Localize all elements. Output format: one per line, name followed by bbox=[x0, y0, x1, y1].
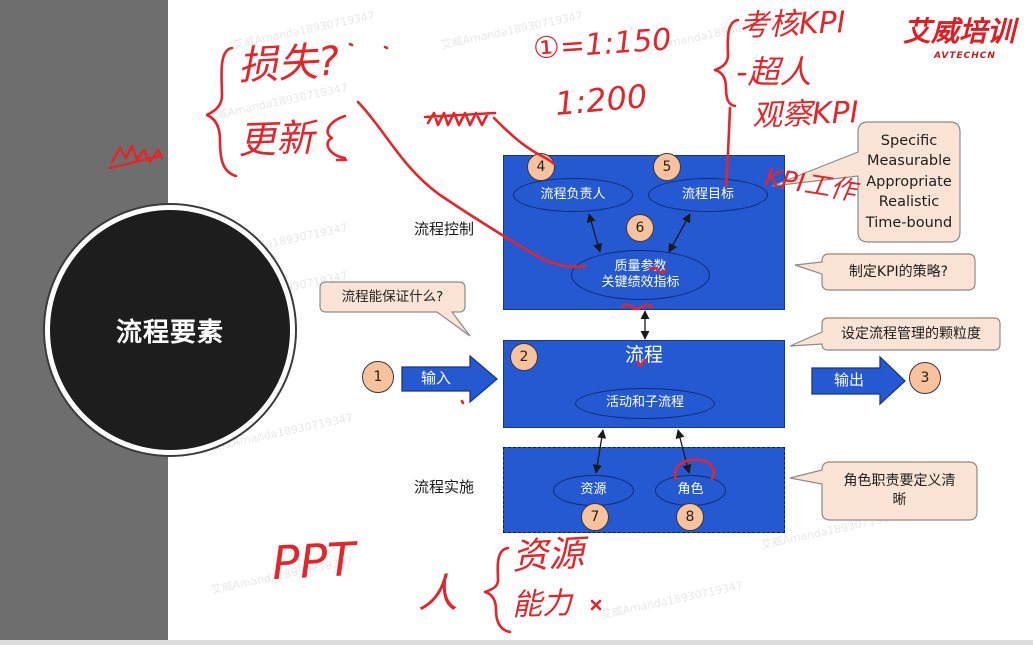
ink-text-kpi-observe: 观察KPI bbox=[751, 95, 860, 134]
marker-roles: 8 bbox=[676, 503, 704, 531]
output-label: 输出 bbox=[834, 371, 865, 389]
ink-squiggle-between-boxes bbox=[620, 303, 654, 311]
roles-ellipse: 角色 bbox=[655, 475, 726, 506]
callout-role-definition-bubble bbox=[789, 461, 978, 521]
smart-specific: Specific bbox=[880, 132, 938, 149]
ink-text-update: 更新 bbox=[237, 115, 315, 163]
marker-output: 3 bbox=[909, 362, 941, 394]
ink-dot-input bbox=[460, 399, 465, 405]
callout-guarantee-text: 流程能保证什么? bbox=[341, 288, 444, 305]
callout-granularity-bubble bbox=[789, 317, 1001, 351]
ink-text-superman: -超人 bbox=[736, 53, 812, 91]
resources-ellipse: 资源 bbox=[553, 475, 634, 506]
process-elements-title: 流程要素 bbox=[115, 317, 224, 348]
smart-realistic: Realistic bbox=[878, 194, 940, 211]
activities-label: 活动和子流程 bbox=[605, 395, 684, 411]
smart-time-bound: Time-bound bbox=[865, 214, 953, 231]
process-implementation-label: 流程实施 bbox=[414, 478, 475, 496]
callout-kpi-strategy: 制定KPI的策略? bbox=[822, 254, 975, 290]
callout-guarantee-bubble bbox=[319, 281, 471, 337]
callout-smart: Specific Measurable Appropriate Realisti… bbox=[858, 122, 960, 242]
callout-kpi-strategy-text: 制定KPI的策略? bbox=[848, 263, 949, 280]
callout-granularity: 设定流程管理的颗粒度 bbox=[822, 318, 1000, 350]
logo-text: 艾威培训 bbox=[903, 15, 1016, 48]
process-implementation-box bbox=[503, 447, 785, 533]
process-resources-double-arrow bbox=[592, 429, 607, 474]
logo-subtext: AVTECHCN bbox=[934, 51, 996, 61]
marker-goal: 5 bbox=[653, 153, 681, 181]
bottom-bar bbox=[0, 640, 1033, 645]
process-elements-circle: 流程要素 bbox=[45, 205, 295, 455]
ink-dots bbox=[348, 42, 389, 50]
callout-smart-bubble bbox=[771, 121, 961, 243]
ink-circle-roles bbox=[673, 458, 716, 481]
process-goal-ellipse: 流程目标 bbox=[648, 178, 768, 212]
roles-label: 角色 bbox=[677, 482, 704, 498]
ink-brace-top-right bbox=[713, 18, 740, 108]
smart-appropriate: Appropriate bbox=[866, 173, 952, 190]
input-block-arrow bbox=[401, 354, 499, 404]
ink-curve-to-quality bbox=[356, 100, 587, 268]
ink-tick-process bbox=[635, 358, 647, 368]
callout-guarantee: 流程能保证什么? bbox=[320, 282, 465, 312]
input-label: 输入 bbox=[421, 369, 452, 387]
ink-line-to-goal bbox=[724, 106, 732, 188]
goal-quality-double-arrow bbox=[668, 213, 691, 253]
process-owner-ellipse: 流程负责人 bbox=[513, 178, 633, 212]
ink-text-ratio-2: 1:200 bbox=[553, 77, 649, 123]
ink-line-to-owner bbox=[492, 116, 556, 166]
marker-process: 2 bbox=[510, 343, 538, 371]
marker-quality: 6 bbox=[626, 214, 654, 242]
process-goal-label: 流程目标 bbox=[681, 186, 734, 202]
callout-role-definition: 角色职责要定义清晰 bbox=[822, 462, 977, 520]
ink-text-person: 人 bbox=[418, 571, 458, 617]
ink-star-mark bbox=[590, 599, 602, 611]
quality-kpi-ellipse: 质量参数 关键绩效指标 bbox=[571, 250, 710, 300]
marker-owner: 4 bbox=[527, 153, 555, 181]
process-control-label: 流程控制 bbox=[414, 220, 475, 238]
ink-text-kpi-assess: 考核KPI bbox=[738, 5, 847, 44]
process-roles-double-arrow bbox=[675, 429, 692, 474]
callout-kpi-strategy-bubble bbox=[794, 253, 976, 291]
ink-angle-mark bbox=[326, 114, 348, 162]
callout-granularity-text: 设定流程管理的颗粒度 bbox=[841, 325, 981, 342]
activities-ellipse: 活动和子流程 bbox=[575, 388, 715, 419]
avtechcn-logo: 艾威培训 AVTECHCN bbox=[900, 16, 1025, 66]
ink-brace-bottom bbox=[483, 546, 512, 634]
ink-text-ppt: PPT bbox=[270, 531, 357, 591]
output-block-arrow bbox=[811, 355, 906, 406]
resources-label: 资源 bbox=[580, 482, 607, 498]
ink-text-ability: 能力 bbox=[511, 585, 573, 624]
ink-stamp-scribble bbox=[108, 144, 164, 170]
ink-text-loss: 损失? bbox=[236, 38, 341, 90]
smart-measurable: Measurable bbox=[866, 153, 952, 170]
ink-squiggle-quality bbox=[648, 266, 668, 274]
marker-input: 1 bbox=[362, 361, 394, 393]
ink-text-resources: 资源 bbox=[510, 533, 586, 578]
callout-role-definition-text: 角色职责要定义清晰 bbox=[843, 473, 956, 508]
kpi-label: 关键绩效指标 bbox=[601, 275, 680, 290]
ink-brace-top-left bbox=[205, 46, 238, 178]
quality-parameters-label: 质量参数 bbox=[614, 258, 667, 274]
owner-quality-double-arrow bbox=[586, 213, 603, 253]
marker-resources: 7 bbox=[581, 503, 609, 531]
process-title: 流程 bbox=[624, 344, 663, 366]
process-owner-label: 流程负责人 bbox=[540, 186, 606, 202]
ink-scribble bbox=[423, 111, 497, 127]
